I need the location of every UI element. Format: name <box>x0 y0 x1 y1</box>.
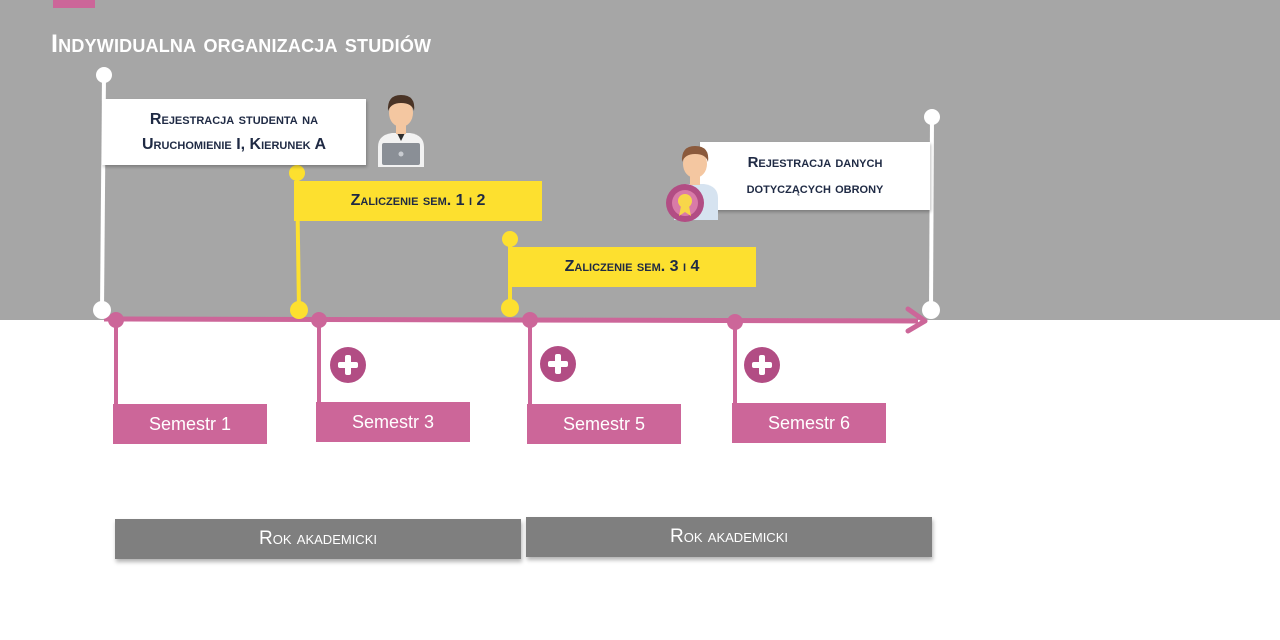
page-title: Indywidualna organizacja studiów <box>51 30 432 58</box>
student-registration-callout: Rejestracja studenta na Uruchomienie I, … <box>102 99 366 165</box>
academic-year-box-1: Rok akademicki <box>115 519 521 559</box>
defense-registration-callout: Rejestracja danych dotyczących obrony <box>700 142 930 210</box>
callout-line: Uruchomienie I, Kierunek A <box>141 136 327 153</box>
timeline-node <box>522 312 538 328</box>
milestone-flag-1: Zaliczenie sem. 1 i 2 <box>294 181 542 221</box>
milestone-node <box>502 231 518 247</box>
semester-box-1: Semestr 1 <box>113 404 267 444</box>
pole-node <box>924 109 940 125</box>
milestone-node <box>289 165 305 181</box>
callout-line: dotyczących obrony <box>746 180 884 197</box>
timeline-axis <box>103 316 919 324</box>
milestone-flag-2: Zaliczenie sem. 3 i 4 <box>508 247 756 287</box>
graduate-with-award-icon <box>666 146 718 222</box>
callout-line: Rejestracja studenta na <box>149 111 319 128</box>
pole-node <box>96 67 112 83</box>
semester-box-5: Semestr 5 <box>527 404 681 444</box>
plus-circle-icon[interactable] <box>744 347 780 383</box>
plus-circle-icon[interactable] <box>330 347 366 383</box>
timeline-node <box>311 312 327 328</box>
student-with-laptop-icon <box>378 95 424 167</box>
timeline-node <box>108 312 124 328</box>
pole-node <box>93 301 111 319</box>
timeline-arrow-icon <box>905 306 928 334</box>
timeline-node <box>727 314 743 330</box>
plus-circle-icon[interactable] <box>540 346 576 382</box>
academic-year-box-2: Rok akademicki <box>526 517 932 557</box>
end-pole <box>929 116 934 311</box>
corner-accent <box>53 0 95 8</box>
milestone-node <box>501 299 519 317</box>
semester-box-3: Semestr 3 <box>316 402 470 442</box>
semester-box-6: Semestr 6 <box>732 403 886 443</box>
milestone-node <box>290 301 308 319</box>
callout-line: Rejestracja danych <box>747 154 883 171</box>
pole-node <box>922 301 940 319</box>
